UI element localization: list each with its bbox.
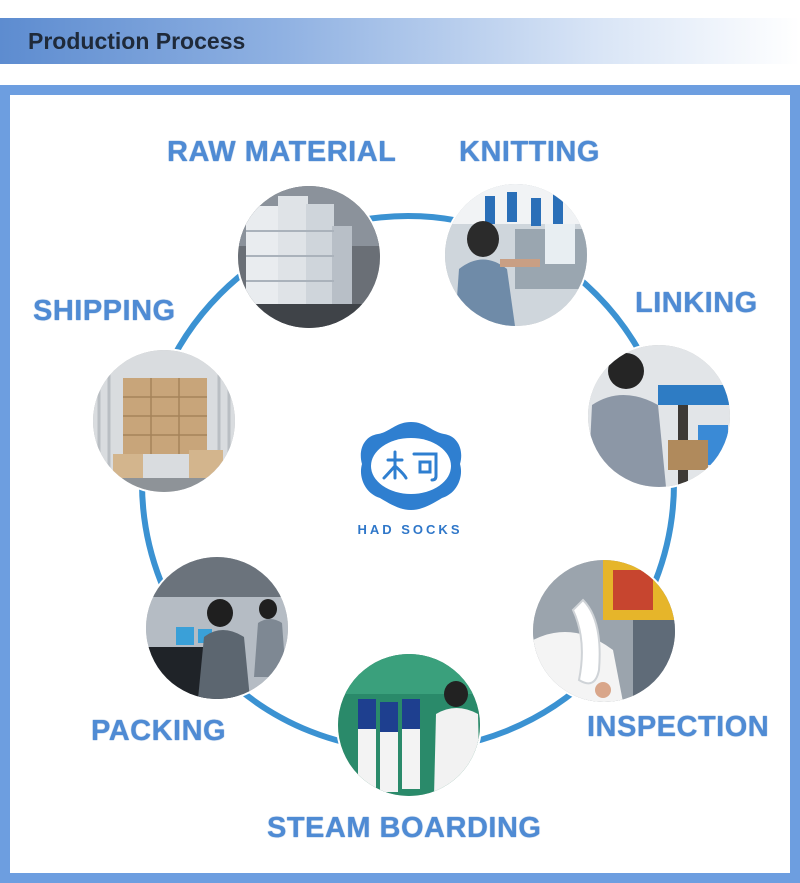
step-label-packing: PACKING	[91, 715, 227, 747]
linking-photo	[588, 345, 730, 487]
step-label-linking: LINKING	[635, 287, 758, 319]
step-label-shipping: SHIPPING	[33, 295, 176, 327]
step-label-raw-material: RAW MATERIAL	[167, 136, 397, 168]
had-socks-logo-icon	[360, 422, 462, 510]
steam-boarding-photo	[338, 654, 480, 796]
inspection-photo	[533, 560, 675, 702]
step-label-knitting: KNITTING	[459, 136, 600, 168]
step-label-inspection: INSPECTION	[587, 711, 770, 743]
page-title: Production Process	[28, 28, 246, 54]
header-band: Production Process	[0, 18, 800, 64]
raw-material-photo	[238, 186, 380, 328]
shipping-photo	[93, 350, 235, 492]
step-label-steam-boarding: STEAM BOARDING	[267, 812, 542, 844]
knitting-photo	[445, 184, 587, 326]
packing-photo	[146, 557, 288, 699]
logo-text: HAD SOCKS	[357, 522, 463, 537]
